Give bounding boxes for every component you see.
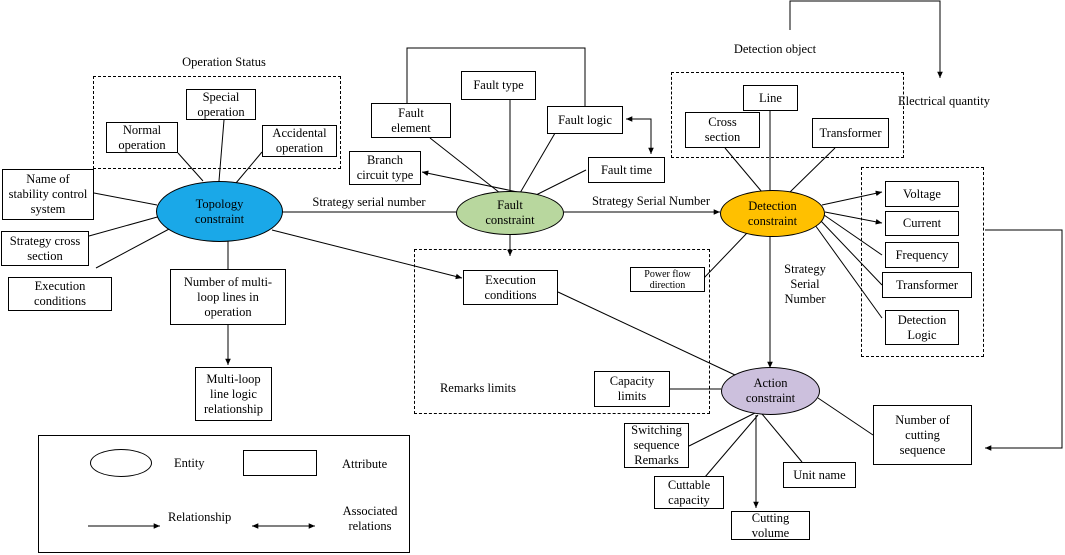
attr-multi-loop-lines: Number of multi- loop lines in operation (170, 269, 286, 325)
legend-box (38, 435, 410, 553)
edge-topo-special (218, 119, 225, 182)
legend-relationship-label: Relationship (168, 510, 232, 524)
remarks-limits-group (414, 249, 710, 414)
attr-special-operation: Special operation (186, 89, 256, 120)
entity-topology-constraint: Topology constraint (156, 181, 283, 242)
attr-strategy-cross-section: Strategy cross section (1, 231, 89, 266)
attr-capacity-limits: Capacity limits (594, 371, 670, 407)
attr-power-flow-direction: Power flow direction (630, 267, 705, 292)
electrical-quantity-group (861, 167, 984, 357)
edge-detect-current (824, 211, 883, 225)
edge-action-unit (761, 413, 803, 463)
remarks-limits-label: Remarks limits (439, 381, 517, 395)
attr-switching-sequence: Switching sequence Remarks (624, 423, 689, 468)
edge-detect-logic (814, 224, 883, 319)
legend-attribute-rect (243, 450, 317, 476)
electrical-quantity-label: Electrical quantity (898, 94, 990, 108)
edge-action-switching (688, 411, 758, 447)
attr-unit-name: Unit name (783, 462, 856, 488)
attr-fault-time: Fault time (588, 157, 665, 183)
edge-top-feedback (789, 0, 943, 78)
edge-label-topo-fault: Strategy serial number (312, 195, 426, 209)
entity-action-constraint: Action constraint (721, 367, 820, 415)
detection-object-group (671, 72, 904, 158)
edge-topo-exec (95, 227, 172, 269)
edge-detect-powerflow (702, 232, 748, 280)
edge-detect-transformer-qty (819, 219, 883, 286)
attr-cuttable-capacity: Cuttable capacity (654, 476, 724, 509)
legend-attribute-label: Attribute (342, 457, 388, 471)
attr-voltage: Voltage (885, 181, 959, 207)
edge-action-number (817, 397, 874, 436)
entity-detection-constraint: Detection constraint (720, 190, 825, 237)
edge-fault-time (529, 169, 587, 199)
legend-associated-label: Associated relations (342, 504, 398, 533)
edge-action-cuttable (704, 414, 759, 478)
edge-topo-name (93, 192, 158, 206)
attr-name-stability: Name of stability control system (2, 169, 94, 220)
attr-current: Current (885, 211, 959, 236)
legend-entity-label: Entity (174, 456, 205, 470)
attr-frequency: Frequency (885, 242, 959, 268)
edge-label-detect-action: Strategy Serial Number (784, 262, 826, 306)
attr-execution-conditions-mid: Execution conditions (463, 270, 558, 305)
attr-cutting-volume: Cutting volume (731, 511, 810, 540)
edge-detect-transformer (789, 147, 836, 193)
attr-cross-section: Cross section (685, 112, 760, 148)
edge-fault-bracket (406, 47, 586, 106)
attr-fault-logic: Fault logic (547, 106, 623, 134)
attr-normal-operation: Normal operation (106, 122, 178, 153)
attr-line: Line (743, 85, 798, 111)
attr-transformer-quantity: Transformer (882, 272, 972, 298)
edge-topo-exec-mid (271, 229, 463, 280)
attr-execution-conditions-left: Execution conditions (8, 277, 112, 311)
operation-status-label: Operation Status (182, 55, 266, 69)
attr-accidental-operation: Accidental operation (262, 125, 337, 157)
edge-topo-normal (177, 152, 204, 182)
operation-status-group (93, 76, 341, 169)
entity-fault-constraint: Fault constraint (456, 191, 564, 235)
edge-topo-accidental (235, 151, 263, 184)
legend-entity-ellipse (90, 449, 152, 477)
edge-detect-cross (724, 147, 763, 193)
edge-fault-logic (519, 127, 559, 194)
attr-number-cutting-sequence: Number of cutting sequence (873, 405, 972, 465)
edge-label-fault-detect: Strategy Serial Number (591, 194, 711, 208)
edge-action-exec (557, 291, 736, 376)
edge-detect-voltage (821, 190, 883, 206)
edge-logic-time (626, 116, 654, 154)
attr-detection-logic: Detection Logic (885, 310, 959, 345)
edge-topo-cross (88, 215, 162, 237)
edge-right-feedback (985, 229, 1063, 451)
detection-object-label: Detection object (733, 42, 817, 56)
attr-fault-element: Fault element (371, 103, 451, 138)
attr-branch-circuit-type: Branch circuit type (349, 151, 421, 185)
edge-detect-frequency (823, 214, 883, 256)
attr-transformer-object: Transformer (812, 118, 889, 148)
attr-fault-type: Fault type (461, 71, 536, 100)
attr-multi-loop-logic: Multi-loop line logic relationship (195, 367, 272, 421)
edge-fault-element (429, 137, 501, 194)
